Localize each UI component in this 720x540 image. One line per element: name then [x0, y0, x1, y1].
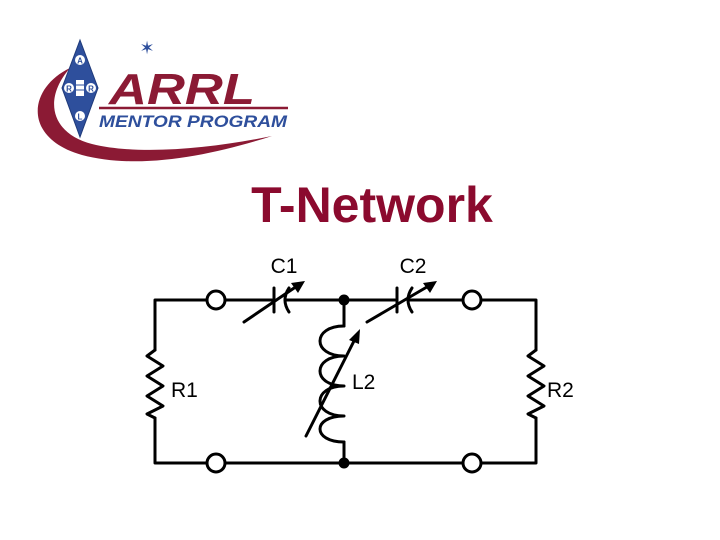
- slide-title: T-Network: [251, 177, 493, 233]
- label-r1: R1: [171, 379, 198, 402]
- logo-swoosh: [37, 68, 273, 162]
- diamond-letter-r1: R: [66, 85, 72, 94]
- diamond-letter-a-bg: [75, 55, 85, 65]
- terminal-top-left: [205, 289, 227, 311]
- star-icon: ✶: [139, 38, 154, 58]
- diamond-letter-l-bg: [75, 111, 85, 121]
- diamond-letter-l: L: [78, 113, 83, 122]
- resistor-r2: [526, 348, 546, 420]
- capacitor-c2: [365, 281, 437, 324]
- logo-wordmark: ARRL: [108, 65, 255, 114]
- label-r2: R2: [547, 379, 574, 402]
- label-c1: C1: [271, 255, 298, 278]
- diamond-letter-r1-bg: [64, 83, 74, 93]
- terminal-bottom-right: [461, 452, 483, 474]
- diamond-letter-a: A: [77, 57, 83, 66]
- junction-bottom: [338, 457, 350, 469]
- capacitor-c1: [242, 281, 305, 324]
- arrl-logo: ✶ A R R L ARRL MENTOR PROGRAM: [37, 38, 288, 162]
- diamond-letter-r2: R: [88, 85, 94, 94]
- wire-left-loop: [153, 298, 208, 465]
- label-c2: C2: [400, 255, 427, 278]
- wire-right-loop: [480, 298, 538, 465]
- diamond-key-icon: [76, 80, 84, 96]
- t-network-schematic: [145, 281, 546, 474]
- terminal-top-right: [461, 289, 483, 311]
- diamond-letter-r2-bg: [86, 83, 96, 93]
- resistor-r1: [145, 348, 165, 420]
- logo-program-text: MENTOR PROGRAM: [99, 112, 288, 131]
- terminal-bottom-left: [205, 452, 227, 474]
- label-l2: L2: [352, 371, 375, 394]
- junction-top: [338, 294, 350, 306]
